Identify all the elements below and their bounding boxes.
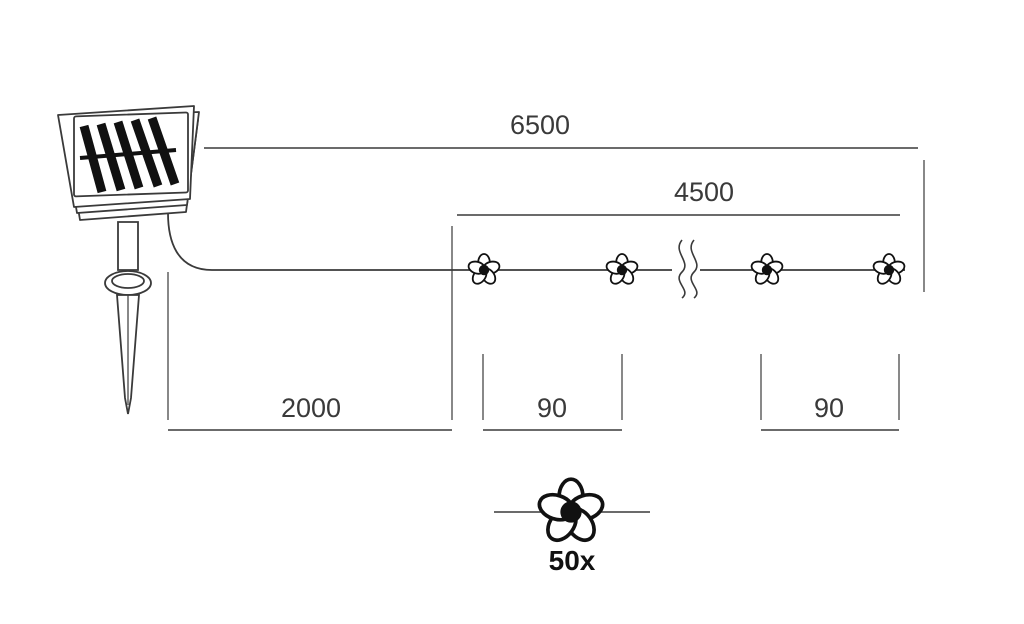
- main-cable: [167, 212, 672, 271]
- ground-stake-icon: [104, 221, 152, 415]
- flower-light-icon: [534, 477, 608, 548]
- cable-break-icon: [678, 239, 698, 299]
- quantity-legend: [494, 477, 650, 548]
- dimension-total-label: 6500: [510, 110, 570, 140]
- flower-light-icon: [749, 253, 785, 288]
- flower-light-icon: [604, 253, 640, 288]
- dimension-spacing-right: [760, 354, 900, 431]
- dimension-lit-label: 4500: [674, 177, 734, 207]
- solar-panel-icon: [57, 105, 200, 221]
- dimension-spacing-left: [482, 354, 623, 431]
- dimension-lead-label: 2000: [281, 393, 341, 423]
- flower-light-icon: [466, 253, 502, 288]
- dimension-lit: [451, 214, 900, 420]
- quantity-label: 50x: [549, 545, 596, 576]
- dimension-spacing-right-label: 90: [814, 393, 844, 423]
- dimension-lead: [167, 272, 452, 431]
- dimension-total: [204, 147, 925, 292]
- flower-light-icon: [871, 253, 907, 288]
- dimension-spacing-left-label: 90: [537, 393, 567, 423]
